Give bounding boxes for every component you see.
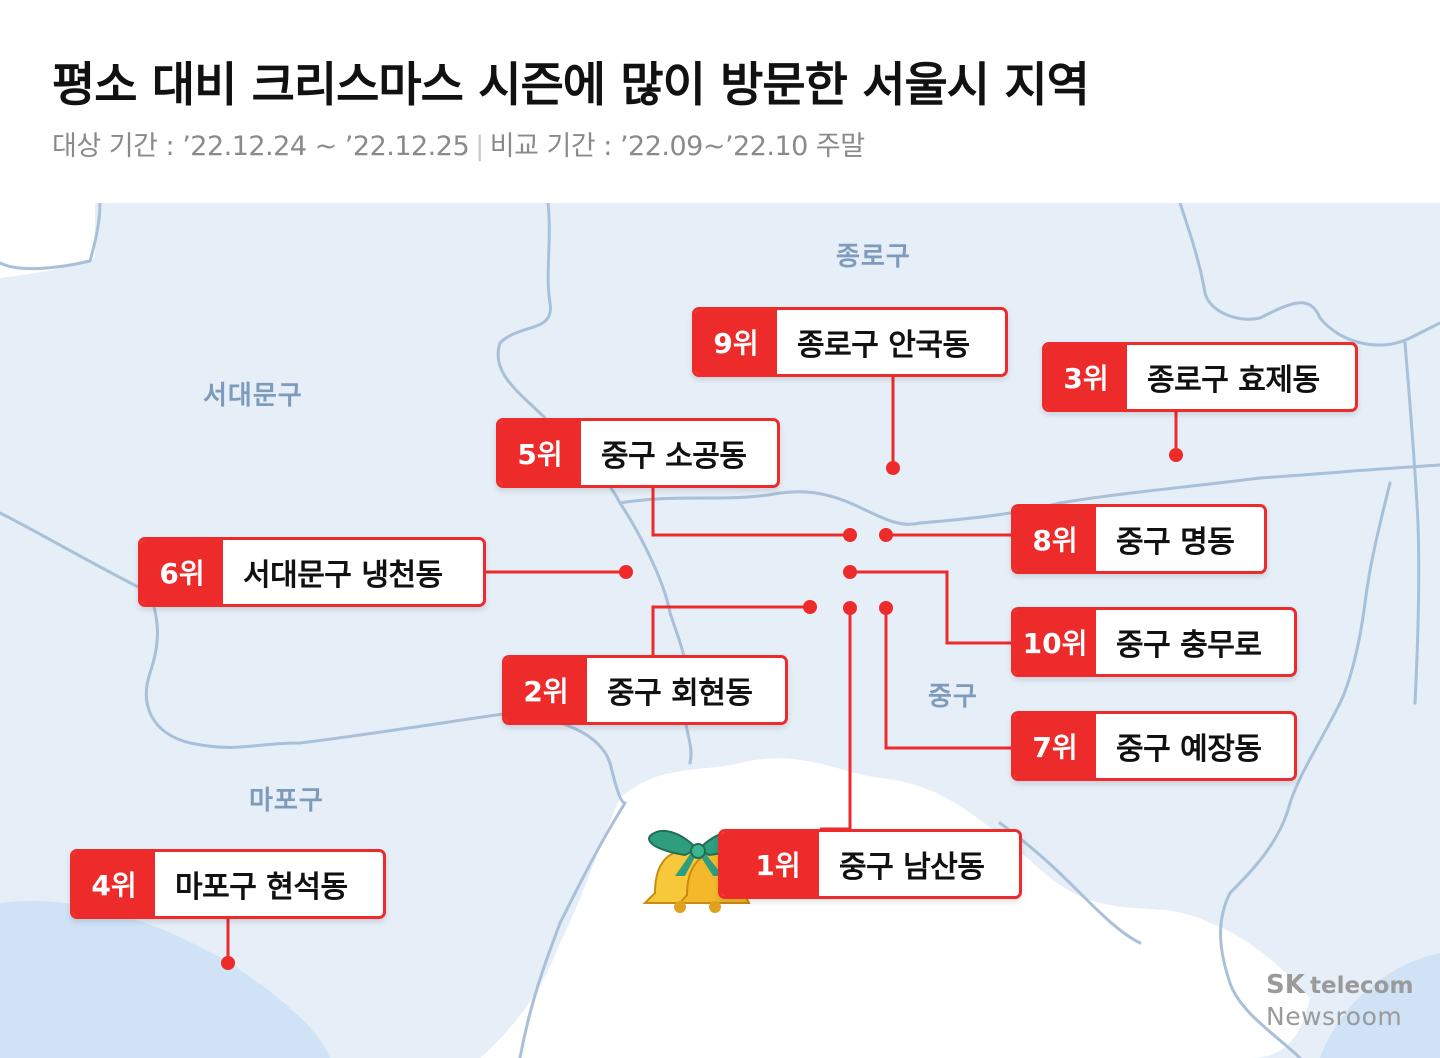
district-mapo: 마포구 bbox=[249, 786, 324, 816]
rank-badge: 5위 bbox=[499, 421, 581, 485]
rank-label-6: 6위 서대문구 냉천동 bbox=[138, 537, 486, 607]
marker-rank10 bbox=[843, 565, 857, 579]
river-area-right bbox=[1320, 953, 1440, 1058]
seoul-map: 종로구 서대문구 중구 마포구 9위 종로구 안국동 3위 종로구 효제동 5위… bbox=[0, 203, 1440, 1058]
rank-badge: 7위 bbox=[1014, 714, 1096, 778]
boundary-jung-north bbox=[618, 463, 1440, 526]
place-name: 중구 회현동 bbox=[607, 676, 753, 711]
rank-label-8: 8위 중구 명동 bbox=[1011, 504, 1267, 574]
marker-rank4 bbox=[221, 956, 235, 970]
logo-telecom: telecom bbox=[1309, 973, 1414, 999]
place-name: 종로구 안국동 bbox=[797, 328, 970, 363]
period-separator: | bbox=[475, 131, 484, 162]
rank-badge: 8위 bbox=[1014, 507, 1096, 571]
boundary-mapo-north bbox=[0, 203, 102, 271]
place-name: 서대문구 냉천동 bbox=[243, 558, 443, 593]
connector-rank5 bbox=[651, 488, 848, 537]
place-name: 중구 소공동 bbox=[601, 439, 747, 474]
marker-rank6 bbox=[619, 565, 633, 579]
district-junggu: 중구 bbox=[928, 682, 978, 712]
rank-label-7: 7위 중구 예장동 bbox=[1011, 711, 1297, 781]
compare-period: 비교 기간 : ’22.09~’22.10 주말 bbox=[489, 131, 865, 162]
rank-badge: 4위 bbox=[73, 852, 155, 916]
sk-telecom-newsroom-logo: SK telecom Newsroom bbox=[1266, 970, 1413, 1031]
marker-rank1 bbox=[843, 601, 857, 615]
park-area bbox=[480, 758, 1310, 1058]
rank-label-5: 5위 중구 소공동 bbox=[496, 418, 780, 488]
boundary-yongsan bbox=[518, 801, 627, 1058]
map-base bbox=[0, 203, 1440, 1058]
place-name: 중구 남산동 bbox=[839, 850, 985, 885]
place-name: 종로구 효제동 bbox=[1147, 363, 1320, 398]
period-subtitle: 대상 기간 : ’22.12.24 ~ ’22.12.25|비교 기간 : ’2… bbox=[52, 124, 865, 163]
rank-badge: 9위 bbox=[695, 310, 777, 374]
marker-rank9 bbox=[886, 461, 900, 475]
boundary-seodaemun-south bbox=[0, 511, 512, 749]
place-name: 중구 예장동 bbox=[1116, 732, 1262, 767]
marker-rank8 bbox=[879, 528, 893, 542]
district-jongno: 종로구 bbox=[836, 242, 911, 272]
page-title: 평소 대비 크리스마스 시즌에 많이 방문한 서울시 지역 bbox=[52, 58, 1090, 113]
rank-badge: 2위 bbox=[505, 658, 587, 722]
boundary-jongno-east bbox=[1178, 203, 1440, 347]
rank-label-10: 10위 중구 충무로 bbox=[1011, 607, 1297, 677]
logo-sk: SK bbox=[1266, 970, 1305, 1000]
marker-rank2 bbox=[803, 600, 817, 614]
place-name: 중구 명동 bbox=[1116, 525, 1235, 560]
rank-badge: 10위 bbox=[1014, 610, 1096, 674]
marker-rank5 bbox=[843, 528, 857, 542]
target-period: 대상 기간 : ’22.12.24 ~ ’22.12.25 bbox=[52, 131, 470, 162]
rank-label-1: 1위 중구 남산동 bbox=[718, 829, 1022, 899]
connector-rank7 bbox=[884, 608, 1014, 750]
park-area-topleft bbox=[0, 203, 95, 278]
rank-badge: 3위 bbox=[1045, 345, 1127, 409]
boundary-east-vertical bbox=[1403, 341, 1421, 705]
connector-rank2 bbox=[651, 605, 810, 658]
logo-newsroom: Newsroom bbox=[1266, 1002, 1403, 1031]
rank-label-9: 9위 종로구 안국동 bbox=[692, 307, 1008, 377]
place-name: 중구 충무로 bbox=[1116, 628, 1262, 663]
rank-badge: 6위 bbox=[141, 540, 223, 604]
boundary-namsan-west bbox=[508, 711, 627, 805]
connector-rank10 bbox=[850, 570, 1014, 645]
marker-rank3 bbox=[1169, 448, 1183, 462]
district-seodaemun: 서대문구 bbox=[203, 381, 303, 411]
marker-rank7 bbox=[879, 601, 893, 615]
rank-label-3: 3위 종로구 효제동 bbox=[1042, 342, 1358, 412]
rank-label-4: 4위 마포구 현석동 bbox=[70, 849, 386, 919]
river-area bbox=[0, 901, 330, 1058]
rank-badge: 1위 bbox=[721, 832, 819, 896]
boundary-namsan bbox=[998, 821, 1142, 945]
rank-label-2: 2위 중구 회현동 bbox=[502, 655, 788, 725]
boundary-jung-east bbox=[1219, 481, 1392, 1058]
place-name: 마포구 현석동 bbox=[175, 870, 348, 905]
